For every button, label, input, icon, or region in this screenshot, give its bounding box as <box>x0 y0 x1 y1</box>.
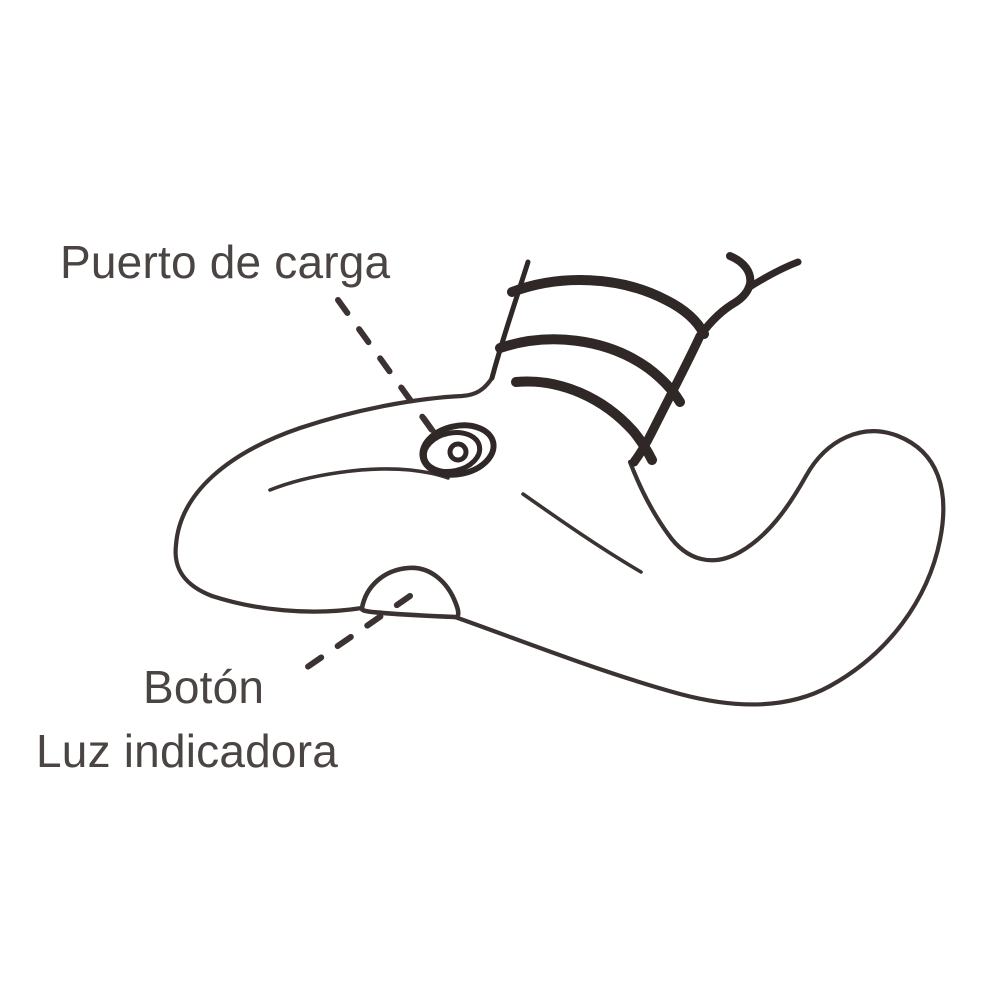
body-bottom-right-outline <box>452 614 833 707</box>
label-charging-port: Puerto de carga <box>60 236 391 288</box>
ribbed-neck-group <box>489 252 802 467</box>
body-top-outline <box>173 375 495 548</box>
hook-tail-branch-icon <box>744 258 802 292</box>
hook-tail-icon <box>696 252 755 340</box>
neck-right-edge <box>629 331 705 467</box>
button-indicator[interactable] <box>359 565 461 620</box>
main-body-group <box>173 375 946 707</box>
body-bottom-left-outline <box>209 593 365 614</box>
tail-hook-outline <box>627 429 946 689</box>
button-teardrop-shape <box>359 565 461 620</box>
leader-lines-group <box>303 297 445 671</box>
callout-labels-group: Puerto de carga Botón Luz indicadora <box>36 236 391 777</box>
neck-band-3 <box>511 376 657 465</box>
charging-port-pin <box>447 441 469 463</box>
charging-port-inner-ring <box>421 430 483 474</box>
neck-left-edge <box>489 259 531 381</box>
body-nose-outline <box>173 542 215 599</box>
leader-line-charging-port <box>335 297 445 447</box>
leader-line-button <box>303 593 413 671</box>
label-indicator-light: Luz indicadora <box>36 725 338 777</box>
neck-band-2 <box>495 334 685 407</box>
neck-band-1 <box>507 275 709 339</box>
label-button: Botón <box>143 661 264 713</box>
interior-contour-middle <box>521 492 643 574</box>
